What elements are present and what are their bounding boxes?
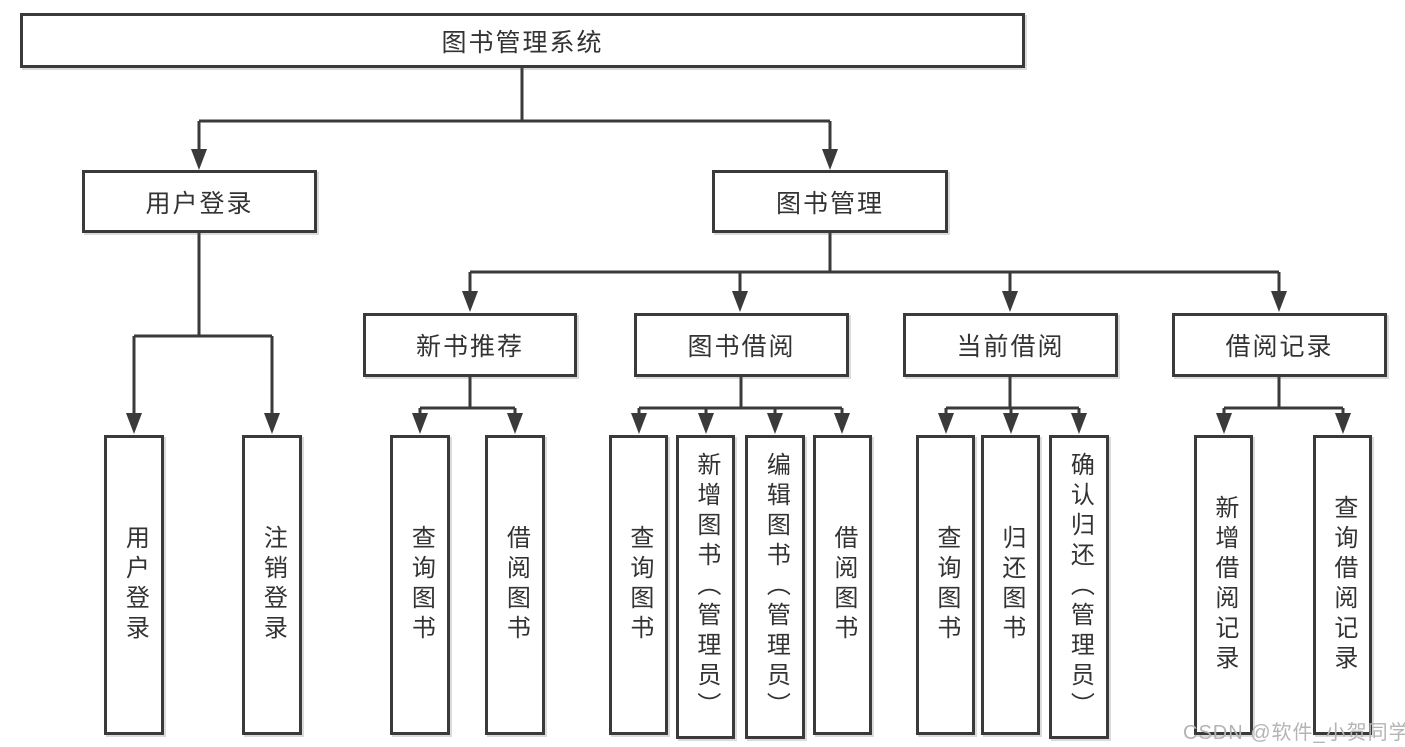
leaf-borrow-books-recommend: 借阅图书 [485, 435, 545, 735]
leaf-query-borrow-record: 查询借阅记录 [1313, 435, 1372, 735]
leaf-query-books-current: 查询图书 [916, 435, 975, 735]
leaf-label: 注销登录 [259, 525, 287, 645]
leaf-confirm-return-admin: 确认归还（管理员） [1049, 435, 1109, 739]
leaf-label: 查询图书 [932, 525, 960, 645]
leaf-label: 归还图书 [997, 525, 1025, 645]
leaf-label: 用户登录 [121, 525, 149, 645]
node-label: 图书借阅 [687, 333, 796, 361]
node-label: 用户登录 [145, 189, 254, 218]
leaf-query-books-recommend: 查询图书 [390, 435, 450, 735]
node-book-borrowing: 图书借阅 [634, 313, 849, 377]
leaf-label: 新增借阅记录 [1210, 495, 1238, 675]
node-user-login: 用户登录 [82, 170, 317, 233]
node-label: 新书推荐 [415, 333, 524, 361]
node-label: 图书管理系统 [441, 28, 604, 57]
leaf-add-borrow-record: 新增借阅记录 [1194, 435, 1253, 735]
node-label: 当前借阅 [956, 333, 1065, 361]
leaf-logout: 注销登录 [242, 435, 302, 735]
leaf-label: 查询借阅记录 [1329, 495, 1357, 675]
node-label: 图书管理 [775, 189, 884, 218]
leaf-label: 查询图书 [625, 525, 653, 645]
watermark: CSDN @软件_小贺同学 [1183, 722, 1405, 744]
leaf-label: 编辑图书（管理员） [762, 452, 790, 722]
leaf-add-book-admin: 新增图书（管理员） [676, 435, 735, 739]
leaf-label: 查询图书 [407, 525, 435, 645]
leaf-label: 新增图书（管理员） [692, 452, 720, 722]
leaf-user-login: 用户登录 [104, 435, 164, 735]
node-book-management: 图书管理 [712, 170, 948, 233]
leaf-label: 借阅图书 [502, 525, 530, 645]
leaf-label: 确认归还（管理员） [1066, 452, 1094, 722]
node-current-borrowing: 当前借阅 [903, 313, 1118, 377]
leaf-label: 借阅图书 [829, 525, 857, 645]
leaf-query-books-borrowing: 查询图书 [609, 435, 668, 735]
node-label: 借阅记录 [1225, 333, 1334, 361]
node-new-book-recommendation: 新书推荐 [363, 313, 577, 377]
node-library-management-system: 图书管理系统 [20, 13, 1025, 68]
leaf-borrow-books: 借阅图书 [813, 435, 872, 735]
leaf-return-books: 归还图书 [981, 435, 1040, 735]
leaf-edit-book-admin: 编辑图书（管理员） [745, 435, 805, 739]
node-borrowing-records: 借阅记录 [1172, 313, 1387, 377]
